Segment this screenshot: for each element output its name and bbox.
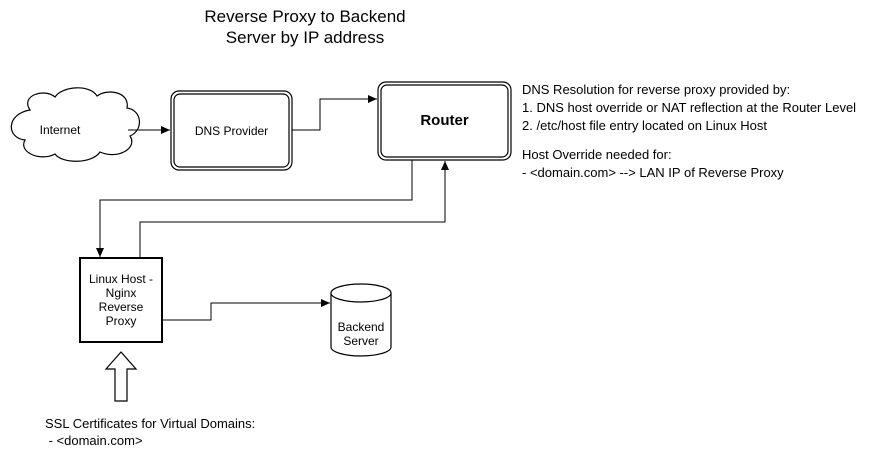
backend-server-cylinder — [330, 283, 392, 357]
title-line-1: Reverse Proxy to Backend — [204, 7, 406, 26]
linux-host-label-line: Linux Host - — [88, 272, 154, 286]
dns-note-spacer — [522, 135, 856, 146]
backend-server-label: Backend Server — [331, 318, 391, 350]
title-line-2: Server by IP address — [225, 28, 385, 47]
linux-host-label-line: Proxy — [105, 314, 137, 328]
linux-host-label-line: Nginx — [105, 286, 137, 300]
ssl-note-line: - <domain.com> — [45, 433, 143, 448]
dns-note-line: 2. /etc/host file entry located on Linux… — [522, 118, 767, 133]
diagram-title: Reverse Proxy to Backend Server by IP ad… — [180, 6, 430, 48]
router-label: Router — [420, 112, 469, 129]
linux-host-label: Linux Host - Nginx Reverse Proxy — [80, 268, 162, 332]
ssl-up-arrow — [104, 351, 138, 402]
dns-note-line: 1. DNS host override or NAT reflection a… — [522, 100, 857, 115]
linux-host-label-line: Reverse — [98, 300, 144, 314]
dns-resolution-notes: DNS Resolution for reverse proxy provide… — [522, 81, 856, 182]
router-box — [377, 81, 512, 161]
edge-linux-to-router — [139, 161, 449, 258]
internet-label: Internet — [39, 123, 81, 137]
edge-router-to-linux — [96, 160, 413, 257]
dns-provider-label: DNS Provider — [194, 124, 269, 138]
dns-note-line: DNS Resolution for reverse proxy provide… — [522, 82, 791, 97]
dns-note-line: Host Override needed for: — [522, 147, 672, 162]
internet-cloud — [10, 87, 140, 162]
linux-host-box — [79, 257, 163, 343]
dns-note-line: - <domain.com> --> LAN IP of Reverse Pro… — [522, 165, 784, 180]
backend-label-line: Backend — [337, 320, 385, 334]
backend-label-line: Server — [343, 334, 379, 348]
edge-linux-to-backend — [162, 299, 330, 321]
ssl-certificate-notes: SSL Certificates for Virtual Domains: - … — [45, 415, 255, 449]
edge-dns-to-router — [292, 95, 377, 131]
ssl-note-line: SSL Certificates for Virtual Domains: — [45, 416, 256, 431]
